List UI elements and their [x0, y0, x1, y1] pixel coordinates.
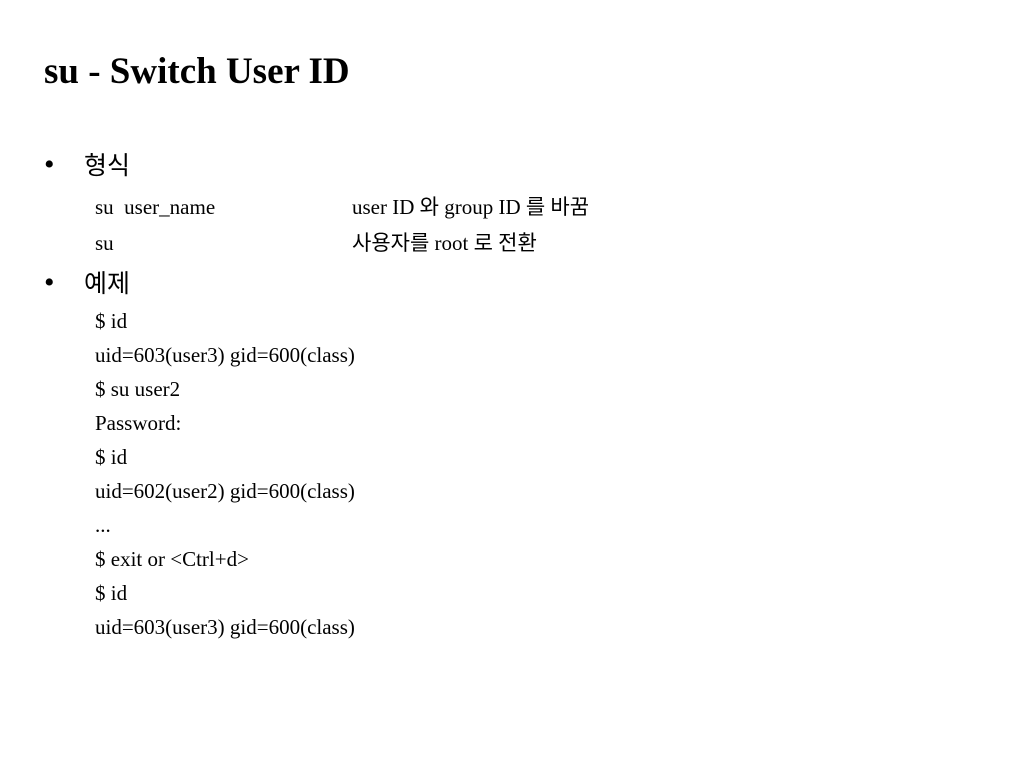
- bullet-heading-format: 형식: [84, 151, 131, 180]
- example-line: uid=603(user3) gid=600(class): [95, 615, 355, 639]
- example-line: $ id: [95, 581, 128, 605]
- slide-title: su - Switch User ID: [44, 51, 350, 92]
- bullet-dot: •: [44, 148, 55, 181]
- example-line: uid=602(user2) gid=600(class): [95, 479, 355, 503]
- example-line: $ su user2: [95, 377, 181, 401]
- format-command: su: [95, 231, 114, 255]
- format-description: 사용자를 root 로 전환: [352, 231, 537, 255]
- format-description: user ID 와 group ID 를 바꿈: [352, 195, 590, 219]
- bullet-heading-example: 예제: [84, 269, 131, 298]
- bullet-example: • 예제: [44, 266, 130, 301]
- bullet-format: • 형식: [44, 148, 130, 183]
- format-command: su user_name: [95, 195, 216, 219]
- example-line: uid=603(user3) gid=600(class): [95, 343, 355, 367]
- example-line: $ id: [95, 309, 128, 333]
- example-line: $ id: [95, 445, 128, 469]
- bullet-dot: •: [44, 266, 55, 299]
- example-line: $ exit or <Ctrl+d>: [95, 547, 249, 571]
- example-line: Password:: [95, 411, 182, 435]
- example-line: ...: [95, 513, 111, 537]
